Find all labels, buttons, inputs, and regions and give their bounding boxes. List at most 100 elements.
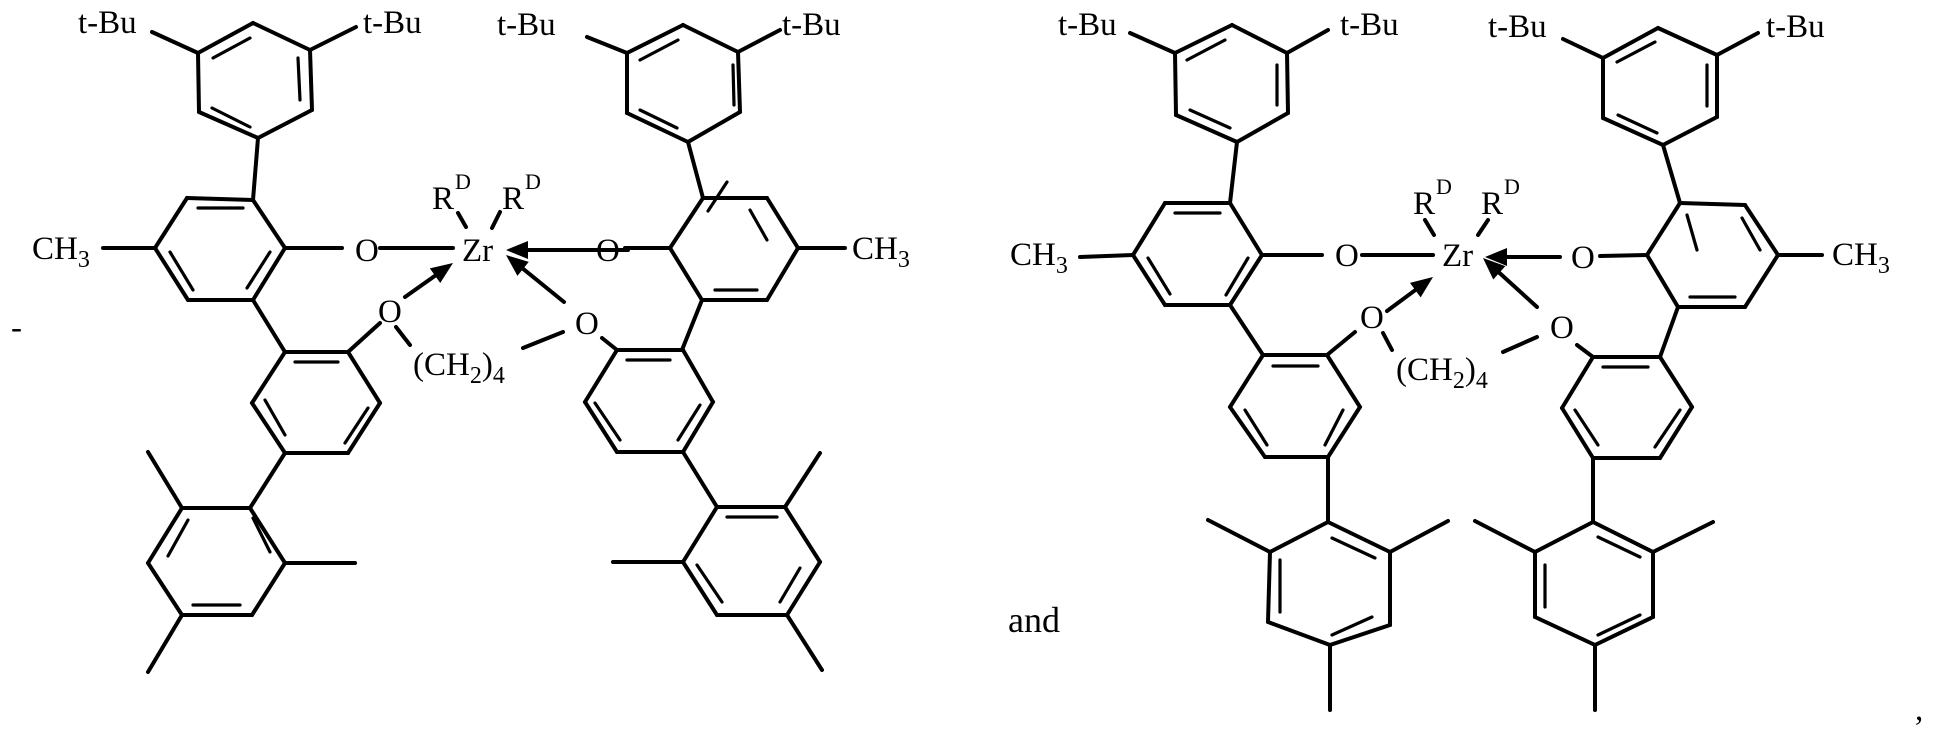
arrowhead-icon [506, 255, 529, 276]
double-bond-inner-line [706, 180, 729, 213]
coordination-arrow [506, 241, 630, 259]
coordination-arrow [1385, 277, 1433, 313]
bond [681, 23, 740, 54]
bond [783, 451, 822, 509]
bond [308, 48, 314, 112]
rd-ligand-label: RD [1481, 174, 1520, 222]
coordination-arrow [1483, 258, 1539, 309]
bond [1268, 520, 1330, 554]
bond [600, 336, 619, 352]
oxygen-label: O [596, 233, 620, 269]
linker-label: (CH2)4 [413, 347, 505, 389]
bond [668, 196, 705, 250]
double-bond-inner-line [1330, 536, 1377, 560]
bond [1326, 405, 1362, 459]
bond [150, 30, 200, 55]
bond [308, 25, 358, 52]
bond [1266, 550, 1272, 624]
bond [681, 348, 715, 404]
arrowhead-icon [1483, 258, 1506, 280]
bond [783, 505, 822, 564]
bond [1174, 113, 1239, 144]
bond [251, 246, 287, 302]
bond [248, 506, 287, 565]
double-bond-inner-line [1615, 40, 1657, 64]
bond [1743, 253, 1780, 309]
bond [680, 298, 704, 352]
double-bond-inner-line [263, 398, 287, 437]
bond [736, 50, 742, 114]
bond [625, 23, 685, 55]
bond [668, 246, 704, 302]
bond [1593, 615, 1655, 647]
double-bond-inner-line [1243, 408, 1269, 447]
aromatic-inner-bonds-layer [166, 36, 1762, 637]
rd-ligand-label: RD [432, 169, 471, 217]
double-bond-inner-line [748, 208, 769, 242]
trailing-comma: , [1915, 692, 1923, 728]
coordination-arrow [1485, 248, 1562, 266]
double-bond-inner-line [1330, 615, 1374, 637]
tbu-label: t-Bu [1766, 9, 1825, 45]
tbu-label: t-Bu [1340, 7, 1399, 43]
coordination-arrow [506, 255, 566, 304]
bond [1476, 218, 1490, 237]
double-bond-inner-line [296, 56, 302, 102]
bond [1656, 26, 1719, 57]
arrowhead-icon [429, 263, 453, 284]
bond [1381, 331, 1394, 352]
bond [1230, 23, 1289, 55]
bond [1598, 253, 1649, 258]
double-bond-inner-line [166, 518, 190, 558]
bond [1131, 253, 1167, 307]
double-bond-inner-line [1573, 408, 1600, 447]
oxygen-label: O [378, 294, 402, 330]
oxygen-label: O [1360, 300, 1384, 336]
arrowhead-icon [1485, 248, 1507, 266]
bond [456, 211, 468, 229]
oxygen-label: O [575, 306, 599, 342]
bond [196, 51, 201, 114]
bond [346, 321, 382, 354]
bond [346, 350, 382, 405]
bond [1560, 406, 1595, 460]
coordination-arrows-layer [403, 241, 1562, 313]
bond [585, 35, 629, 55]
tbu-label: t-Bu [782, 7, 841, 43]
bond [785, 560, 822, 617]
double-bond-inner-line [731, 63, 736, 107]
bond [686, 140, 705, 200]
tbu-label: t-Bu [1488, 9, 1547, 45]
bond [1228, 140, 1239, 205]
bond [1326, 520, 1392, 554]
bond [251, 136, 260, 202]
double-bond-inner-line [211, 36, 252, 60]
bond [1325, 330, 1357, 357]
bond [1206, 518, 1272, 554]
bond [146, 506, 184, 565]
bond [583, 400, 619, 454]
bond [256, 108, 314, 140]
bond [1228, 405, 1267, 459]
bond [1228, 201, 1264, 257]
double-bond-inner-line [1653, 408, 1682, 449]
bond [1423, 218, 1436, 237]
oxygen-label: O [1335, 238, 1359, 274]
oxygen-label: O [1550, 310, 1574, 346]
bond [1661, 115, 1719, 147]
bond [153, 196, 189, 250]
double-bond-inner-line [210, 106, 252, 129]
bond [1285, 51, 1290, 115]
bond [1388, 519, 1450, 554]
bond [1228, 253, 1264, 307]
double-bond-inner-line [343, 406, 370, 445]
bond [1661, 143, 1682, 205]
arrowhead-icon [506, 241, 528, 259]
bond [1235, 111, 1290, 144]
bond [583, 348, 619, 404]
bond [1533, 615, 1597, 647]
bond [153, 246, 190, 302]
bond [1651, 520, 1715, 554]
